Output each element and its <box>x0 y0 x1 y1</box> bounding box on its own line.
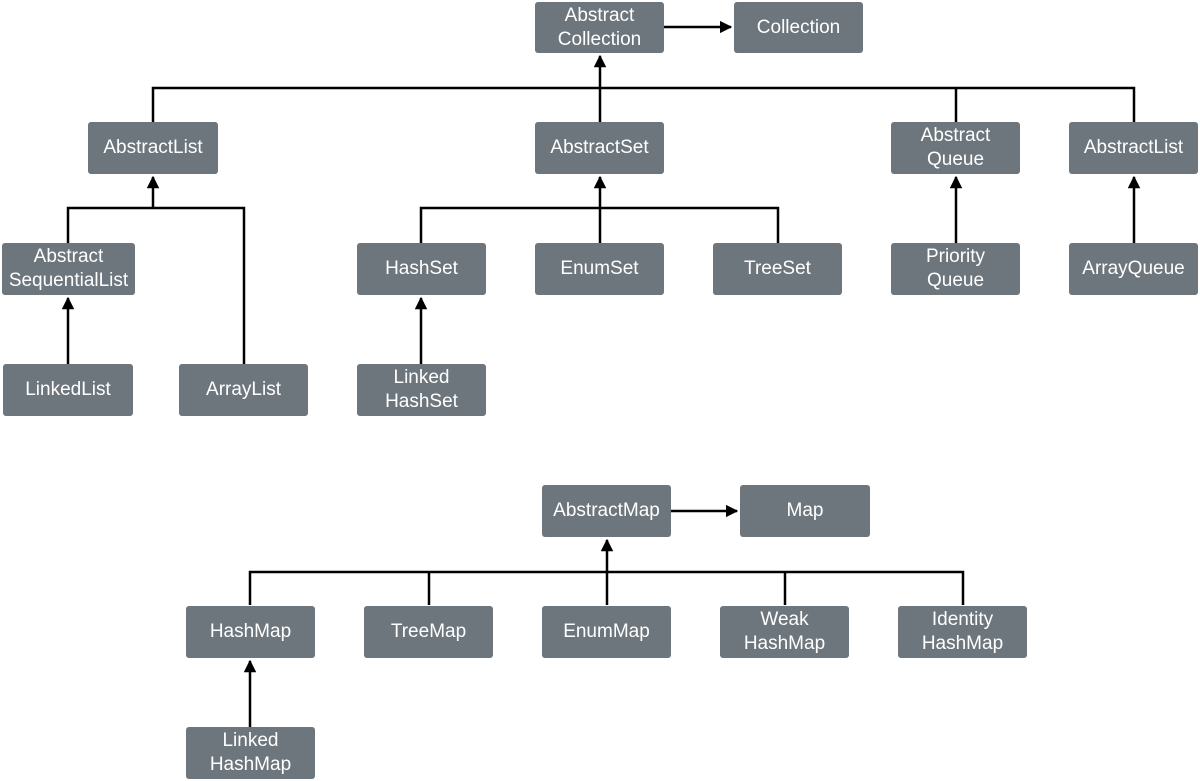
node-abstract-map: AbstractMap <box>542 485 671 537</box>
node-tree-map: TreeMap <box>364 606 493 658</box>
node-label: AbstractSet <box>550 137 649 158</box>
node-label: Abstract Collection <box>557 4 642 50</box>
node-label: EnumSet <box>560 258 639 279</box>
node-priority-queue: Priority Queue <box>891 243 1020 295</box>
node-label: HashSet <box>385 258 458 279</box>
node-label: TreeSet <box>744 258 811 279</box>
node-hash-set: HashSet <box>357 243 486 295</box>
node-abstract-sequential-list: Abstract SequentialList <box>2 243 135 295</box>
node-label: AbstractMap <box>553 500 660 521</box>
node-label: HashMap <box>209 621 292 642</box>
node-abstract-set: AbstractSet <box>535 122 664 174</box>
node-array-list: ArrayList <box>179 364 308 416</box>
node-abstract-list: AbstractList <box>88 122 218 174</box>
node-label: Abstract Queue <box>920 125 991 170</box>
node-hash-map: HashMap <box>186 606 315 658</box>
node-identity-hash-map: Identity HashMap <box>898 606 1027 658</box>
node-label: Priority Queue <box>925 246 986 291</box>
node-label: EnumMap <box>563 621 650 642</box>
node-array-queue: ArrayQueue <box>1069 243 1198 295</box>
node-label: AbstractList <box>103 137 203 158</box>
node-abstract-queue: Abstract Queue <box>891 122 1020 174</box>
node-abstract-list-2: AbstractList <box>1069 122 1198 174</box>
node-abstract-collection: Abstract Collection <box>535 2 664 53</box>
node-collection: Collection <box>734 2 863 53</box>
node-tree-set: TreeSet <box>713 243 842 295</box>
node-label: Identity HashMap <box>921 609 1004 654</box>
node-linked-list: LinkedList <box>3 364 133 416</box>
node-label: Map <box>786 500 824 521</box>
node-label: AbstractList <box>1083 137 1184 158</box>
connector-list-bus <box>66 206 246 364</box>
node-label: ArrayQueue <box>1082 258 1185 279</box>
node-label: Abstract SequentialList <box>8 246 129 291</box>
node-enum-set: EnumSet <box>535 243 664 295</box>
node-linked-hash-set: Linked HashSet <box>357 364 486 416</box>
node-label: TreeMap <box>390 621 467 642</box>
connector-top-bus <box>151 86 1136 122</box>
node-enum-map: EnumMap <box>542 606 671 658</box>
node-label: ArrayList <box>206 379 281 400</box>
node-label: Linked HashMap <box>209 730 292 775</box>
node-label: Collection <box>756 16 841 38</box>
node-weak-hash-map: Weak HashMap <box>720 606 849 658</box>
node-label: LinkedList <box>25 379 111 400</box>
node-linked-hash-map: Linked HashMap <box>186 727 315 779</box>
node-map: Map <box>740 485 870 537</box>
node-label: Linked HashSet <box>385 367 458 412</box>
node-label: Weak HashMap <box>743 609 826 654</box>
